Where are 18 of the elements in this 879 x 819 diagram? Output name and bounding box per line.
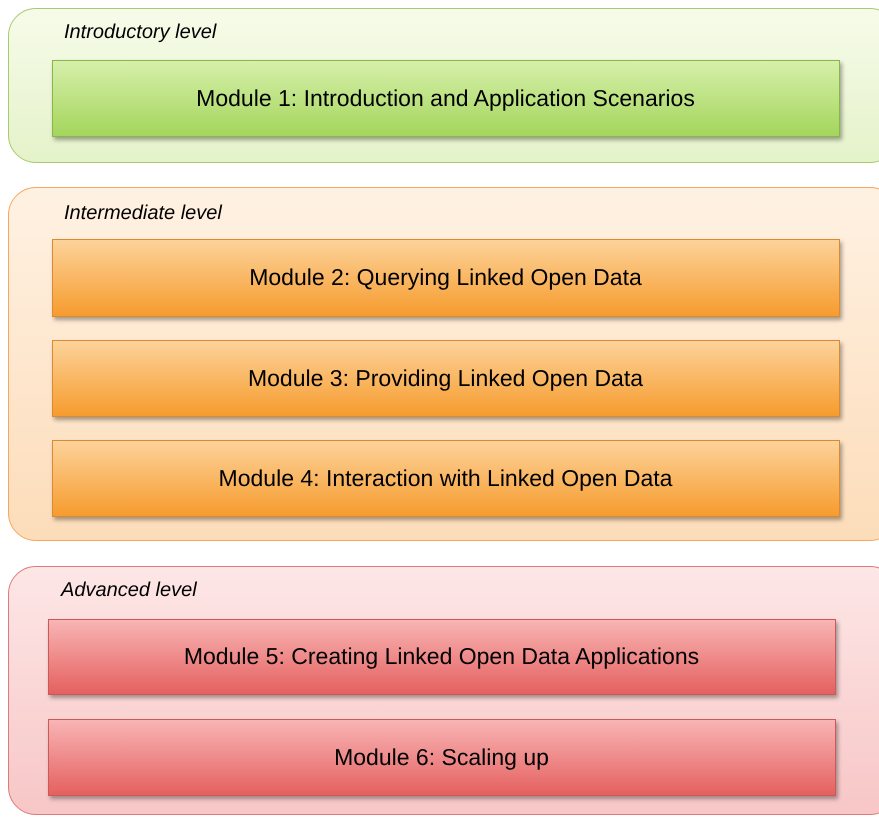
level-heading: Intermediate level: [64, 202, 222, 225]
module-box: [52, 340, 840, 416]
module-title: Module 4: Interaction with Linked Open Data: [218, 464, 672, 492]
module-box: [48, 618, 836, 694]
module-title: Module 1: Introduction and Application Scenarios: [196, 84, 695, 112]
module-title: Module 6: Scaling up: [334, 744, 549, 770]
module-box: [52, 60, 840, 136]
module-box: [48, 718, 836, 796]
module-box: [52, 440, 840, 516]
module-title: Module 3: Providing Linked Open Data: [248, 364, 644, 392]
module-box: [52, 238, 840, 316]
level-heading: Introductory level: [64, 21, 216, 44]
level-panel: [8, 566, 879, 815]
level-panel: [8, 8, 879, 163]
module-title: Module 5: Creating Linked Open Data Applications: [184, 643, 700, 670]
module-title: Module 2: Querying Linked Open Data: [249, 264, 642, 291]
level-panel: [8, 187, 879, 541]
level-heading: Advanced level: [61, 579, 197, 602]
